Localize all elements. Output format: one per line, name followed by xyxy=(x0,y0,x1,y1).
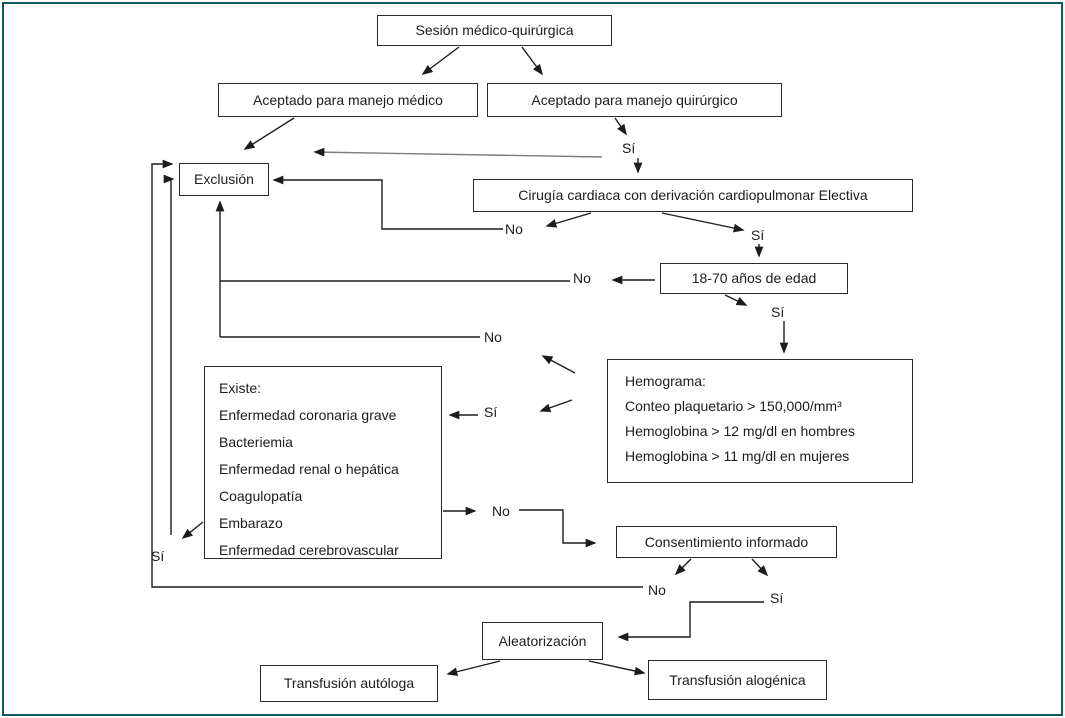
node-label: Aceptado para manejo quirúrgico xyxy=(531,91,738,108)
line-no-consentimiento-to-exclusion xyxy=(151,159,643,588)
line-no-cirugia-to-exclusion xyxy=(272,175,503,230)
node-label: Transfusión alogénica xyxy=(669,671,806,688)
node-line: Coagulopatía xyxy=(219,488,303,504)
node-line: Enfermedad renal o hepática xyxy=(219,461,399,477)
label-si-existe: Sí xyxy=(151,548,165,564)
node-label: Sesión médico-quirúrgica xyxy=(415,22,574,39)
label-no-consentimiento: No xyxy=(648,582,666,598)
node-consentimiento-informado: Consentimiento informado xyxy=(616,526,837,558)
label-no-edad: No xyxy=(573,270,591,286)
label-si-hemograma: Sí xyxy=(484,404,498,420)
line-si-existe-to-exclusion xyxy=(163,174,175,535)
node-line: Enfermedad cerebrovascular xyxy=(219,542,399,558)
node-line: Embarazo xyxy=(219,515,283,531)
label-si-consentimiento: Sí xyxy=(770,590,784,606)
arrow-existe-to-si xyxy=(181,521,204,540)
node-label: Aleatorización xyxy=(498,632,587,649)
node-line: Hemoglobina > 11 mg/dl en mujeres xyxy=(625,448,850,464)
node-criterios-exclusion: Existe: Enfermedad coronaria grave Bacte… xyxy=(204,366,442,559)
arrow-sesion-to-medico xyxy=(421,46,460,75)
node-label: Exclusión xyxy=(194,171,254,188)
arrow-sesion-to-quirurgico xyxy=(521,46,543,76)
node-label: 18-70 años de edad xyxy=(691,270,817,287)
node-label: Aceptado para manejo médico xyxy=(253,91,443,108)
node-label: Transfusión autóloga xyxy=(283,675,415,692)
node-hemograma: Hemograma: Conteo plaquetario > 150,000/… xyxy=(607,359,913,483)
node-title: Existe: xyxy=(219,380,262,396)
arrow-consentimiento-to-no xyxy=(674,558,692,576)
arrow-aleatorizacion-to-autologa xyxy=(446,660,501,677)
arrow-quirurgico-to-si xyxy=(614,117,627,136)
arrow-si-back-to-exclusion xyxy=(313,147,603,158)
node-line: Conteo plaquetario > 150,000/mm³ xyxy=(625,398,842,414)
label-no-cirugia: No xyxy=(505,221,523,237)
label-si-manejo-quirurgico: Sí xyxy=(622,140,636,156)
arrow-medico-down xyxy=(243,117,295,150)
node-aceptado-manejo-quirurgico: Aceptado para manejo quirúrgico xyxy=(487,83,782,117)
node-aleatorizacion: Aleatorización xyxy=(482,622,603,660)
node-title: Hemograma: xyxy=(625,373,706,389)
node-transfusion-autologa: Transfusión autóloga xyxy=(260,665,438,702)
arrow-hemograma-to-si xyxy=(539,399,573,413)
node-line: Bacteriemia xyxy=(219,434,293,450)
arrow-consentimiento-to-si xyxy=(751,558,769,577)
arrow-edad-to-si xyxy=(724,294,748,306)
arrow-aleatorizacion-to-alogenica xyxy=(588,660,646,676)
arrow-cirugia-to-si xyxy=(661,212,745,233)
line-no-existe-to-consentimiento xyxy=(519,509,597,548)
label-no-existe: No xyxy=(492,503,510,519)
node-edad-18-70: 18-70 años de edad xyxy=(660,263,848,294)
node-transfusion-alogenica: Transfusión alogénica xyxy=(648,660,827,700)
label-no-hemograma: No xyxy=(484,329,502,345)
node-label: Cirugía cardiaca con derivación cardiopu… xyxy=(518,187,868,204)
node-label: Consentimiento informado xyxy=(644,533,809,550)
label-si-edad: Sí xyxy=(771,304,785,320)
node-sesion-medico-quirurgica: Sesión médico-quirúrgica xyxy=(377,15,612,46)
label-si-cirugia: Sí xyxy=(751,227,765,243)
arrow-cirugia-to-no xyxy=(545,212,592,228)
line-si-consentimiento-to-aleatorizacion xyxy=(617,601,764,642)
node-cirugia-cardiaca: Cirugía cardiaca con derivación cardiopu… xyxy=(473,179,913,212)
node-line: Enfermedad coronaria grave xyxy=(219,407,397,423)
arrow-hemograma-to-no xyxy=(541,355,576,374)
node-exclusion: Exclusión xyxy=(179,163,269,196)
node-aceptado-manejo-medico: Aceptado para manejo médico xyxy=(218,83,478,117)
node-line: Hemoglobina > 12 mg/dl en hombres xyxy=(625,423,855,439)
